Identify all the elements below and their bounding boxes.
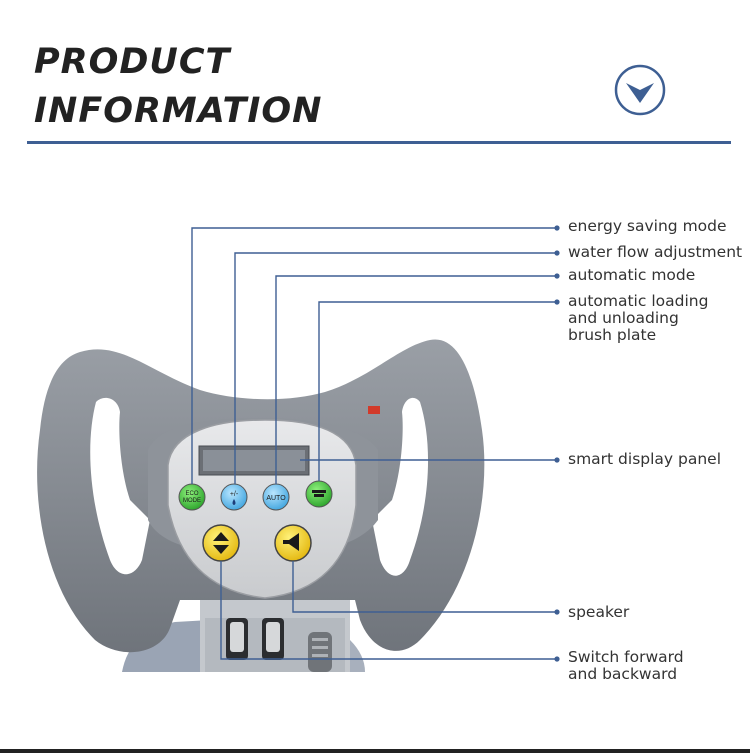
label-smart-display-panel: smart display panel: [568, 450, 722, 468]
label-switch-line-1: Switch forward: [568, 648, 684, 666]
svg-text:ECO: ECO: [185, 491, 198, 497]
title-line-1: PRODUCT: [34, 42, 231, 82]
bottom-border: [0, 749, 750, 753]
label-automatic-mode: automatic mode: [568, 266, 696, 284]
svg-text:+/-: +/-: [230, 491, 239, 498]
title-line-2: INFORMATION: [34, 91, 323, 131]
label-brush-plate-line-2: and unloading: [568, 309, 679, 327]
label-brush-plate-line-1: automatic loading: [568, 292, 709, 310]
label-switch-line-2: and backward: [568, 665, 678, 683]
header-divider: [27, 141, 731, 144]
label-speaker: speaker: [568, 603, 630, 621]
label-water-flow-adjustment: water flow adjustment: [568, 243, 743, 261]
svg-text:AUTO: AUTO: [266, 495, 286, 502]
label-switch-direction: Switch forward and backward: [568, 649, 684, 683]
chevron-down-icon[interactable]: [612, 62, 668, 118]
svg-text:MODE: MODE: [183, 498, 201, 504]
label-brush-plate: automatic loading and unloading brush pl…: [568, 293, 708, 344]
page-title: PRODUCT INFORMATION: [34, 38, 322, 136]
label-energy-saving-mode: energy saving mode: [568, 217, 727, 235]
label-brush-plate-line-3: brush plate: [568, 326, 657, 344]
